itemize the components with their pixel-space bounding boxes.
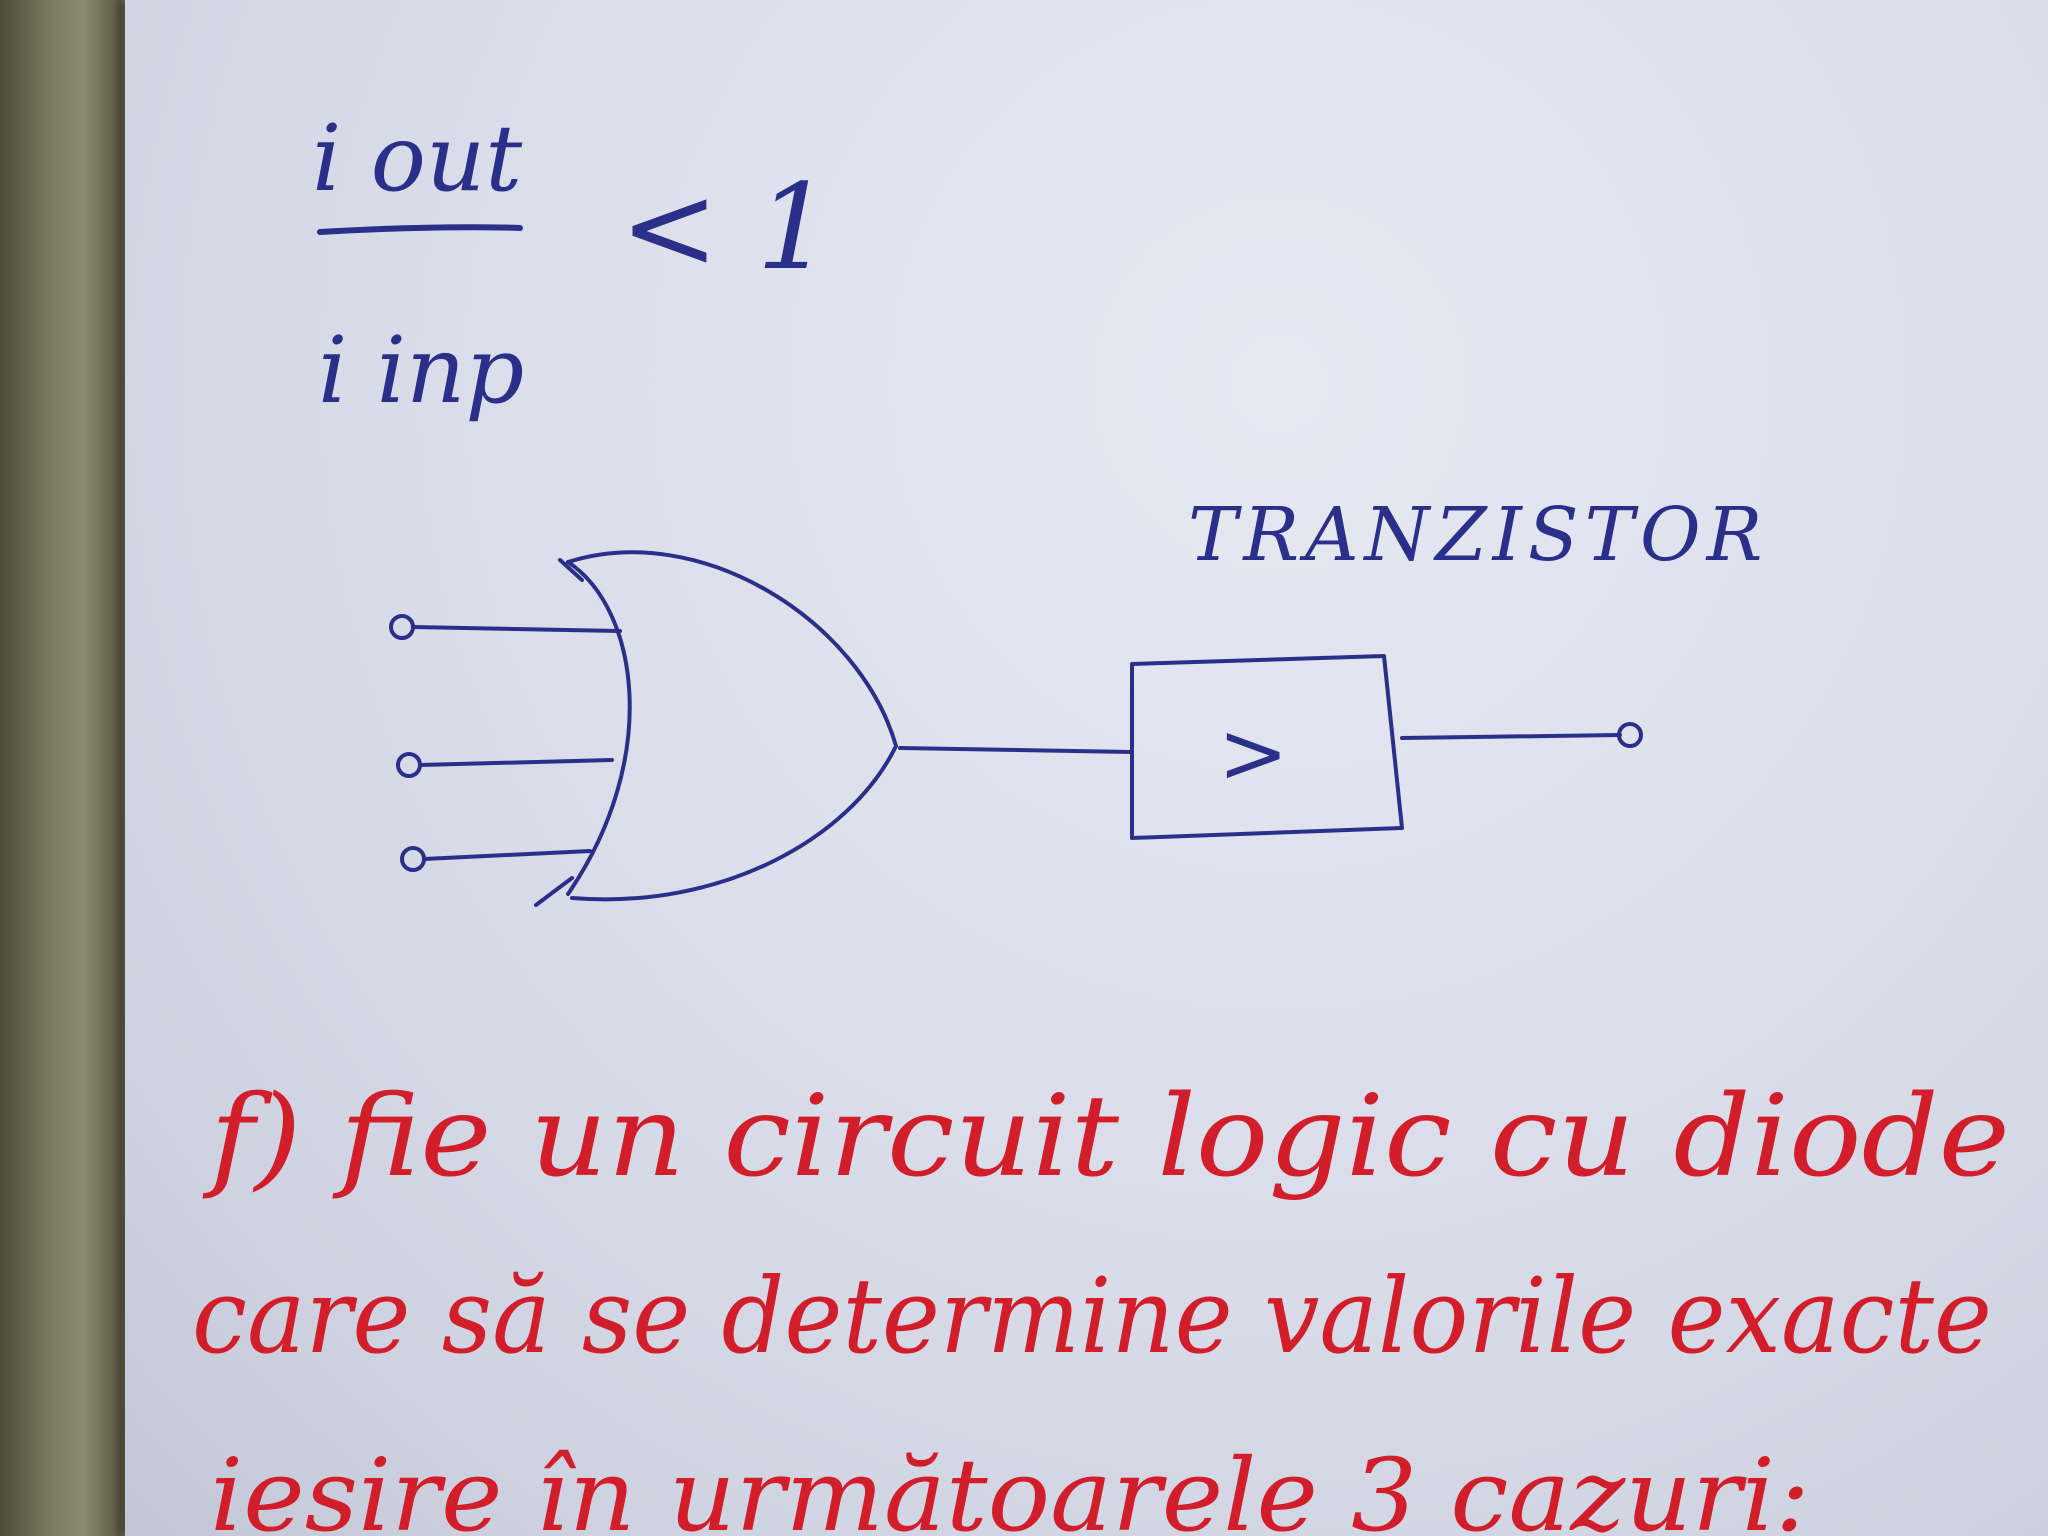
red-handwritten-note: f) fie un circuit logic cu diode care să… bbox=[192, 1072, 2010, 1536]
note-line-1: f) fie un circuit logic cu diode bbox=[202, 1072, 2010, 1202]
input-terminal-1 bbox=[389, 614, 415, 640]
note-line-3: ieșire în următoarele 3 cazuri: bbox=[210, 1437, 1810, 1536]
formula-denominator: i inp bbox=[318, 317, 524, 424]
note-line-2: care să se determine valorile exacte bbox=[192, 1255, 1992, 1377]
input-wire-3 bbox=[422, 849, 592, 861]
or-gate-back-curve bbox=[566, 560, 632, 896]
or-gate-tips bbox=[534, 558, 584, 907]
input-terminal-3 bbox=[400, 846, 426, 872]
fraction-bar bbox=[317, 224, 523, 235]
formula-numerator: i out bbox=[312, 105, 523, 212]
current-ratio-formula: i out i inp < 1 bbox=[312, 105, 831, 424]
or-gate-front-curve bbox=[566, 550, 898, 902]
formula-relation: < 1 bbox=[620, 158, 831, 296]
output-wire bbox=[1400, 733, 1622, 740]
transistor-label: TRANZISTOR bbox=[1188, 492, 1768, 578]
amplifier-symbol: > bbox=[1218, 704, 1288, 802]
paper-sheet bbox=[125, 0, 2048, 1536]
gate-output-wire bbox=[898, 746, 1134, 754]
input-wire-1 bbox=[411, 625, 622, 633]
output-terminal bbox=[1617, 722, 1643, 748]
transistor-box bbox=[1130, 654, 1404, 840]
or-gate-circuit bbox=[389, 550, 1643, 907]
input-wire-2 bbox=[418, 758, 614, 767]
input-terminal-2 bbox=[396, 752, 422, 778]
